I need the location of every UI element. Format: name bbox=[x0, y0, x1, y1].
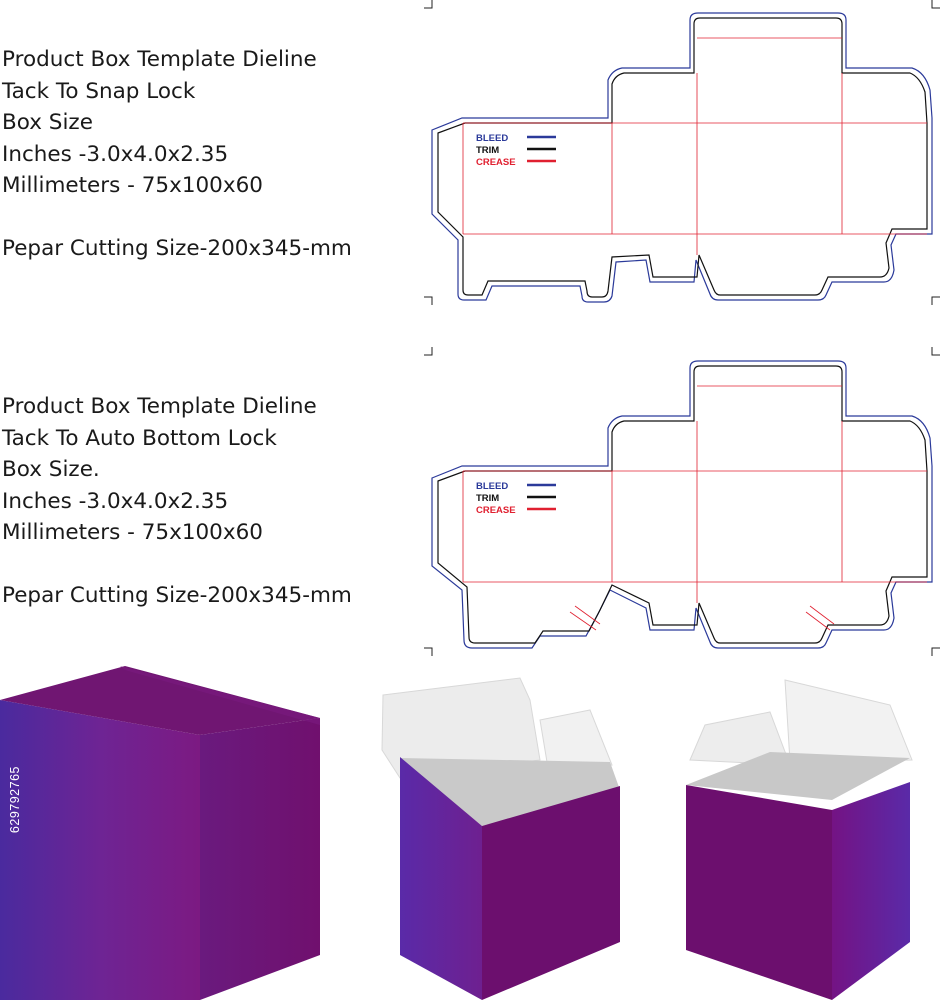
legend-snap-lock: BLEED TRIM CREASE bbox=[476, 133, 556, 168]
legend-trim-label: TRIM bbox=[476, 145, 499, 156]
spec-title: Product Box Template Dieline bbox=[2, 47, 317, 72]
spec-lock-type: Tack To Auto Bottom Lock bbox=[2, 425, 277, 451]
spec-lock-type: Tack To Snap Lock bbox=[2, 78, 196, 104]
trim-outline bbox=[437, 365, 928, 644]
dieline-diagrams: BLEED TRIM CREASE BLEED TRIM bbox=[424, 0, 940, 656]
closed-box-mockup bbox=[0, 666, 320, 1000]
bleed-outline bbox=[431, 360, 933, 649]
legend-bleed-label: BLEED bbox=[476, 481, 508, 492]
spec-millimeters: Millimeters - 75x100x60 bbox=[2, 520, 263, 545]
legend-crease-label: CREASE bbox=[476, 157, 516, 168]
spec-box-size-label: Box Size. bbox=[2, 457, 100, 482]
legend-auto-bottom: BLEED TRIM CREASE bbox=[476, 481, 556, 516]
dieline-auto-bottom: BLEED TRIM CREASE bbox=[431, 360, 933, 649]
open-box-front-mockup bbox=[381, 677, 620, 1000]
crop-marks bbox=[424, 0, 940, 656]
spec-inches: Inches -3.0x4.0x2.35 bbox=[2, 141, 229, 167]
open-box-angled-mockup bbox=[686, 679, 913, 1000]
stock-id-label: 629792765 bbox=[8, 766, 22, 834]
spec-box-size-label: Box Size bbox=[2, 110, 93, 135]
spec-paper-size: Pepar Cutting Size-200x345-mm bbox=[2, 583, 352, 608]
spec-title: Product Box Template Dieline bbox=[2, 394, 317, 419]
spec-paper-size: Pepar Cutting Size-200x345-mm bbox=[2, 236, 352, 261]
spec-inches: Inches -3.0x4.0x2.35 bbox=[2, 488, 229, 514]
spec-millimeters: Millimeters - 75x100x60 bbox=[2, 173, 263, 198]
spec-block-auto-bottom: Product Box Template Dieline Tack To Aut… bbox=[2, 391, 352, 612]
legend-crease-label: CREASE bbox=[476, 505, 516, 516]
crease-lines bbox=[462, 37, 927, 255]
spec-block-snap-lock: Product Box Template Dieline Tack To Sna… bbox=[2, 44, 352, 265]
legend-trim-label: TRIM bbox=[476, 493, 499, 504]
legend-bleed-label: BLEED bbox=[476, 133, 508, 144]
bleed-outline bbox=[431, 12, 933, 303]
trim-outline bbox=[437, 17, 928, 298]
crease-lines bbox=[462, 385, 927, 631]
dieline-snap-lock: BLEED TRIM CREASE bbox=[431, 12, 933, 303]
